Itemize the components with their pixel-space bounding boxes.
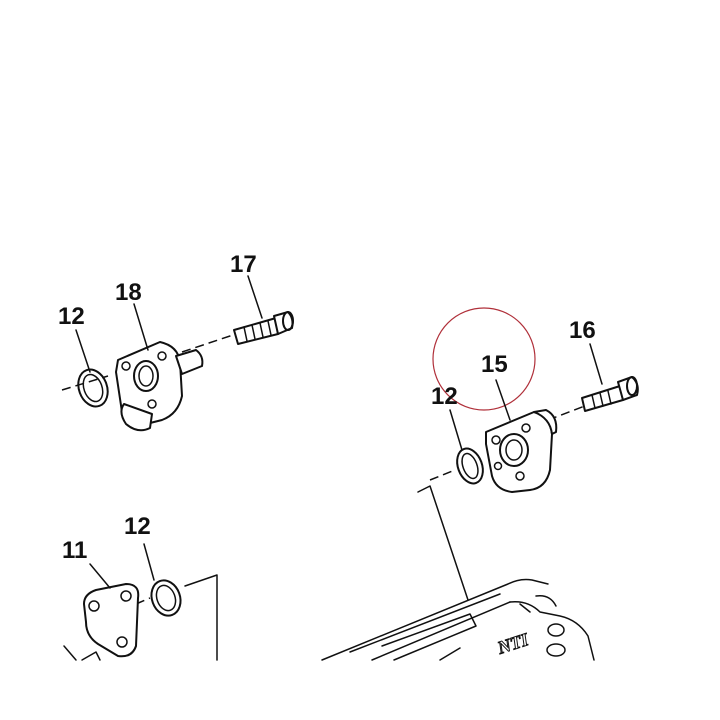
callout-label-16: 16 <box>569 317 596 344</box>
plate-part-11 <box>83 583 140 658</box>
shaft-stub-bottom-left <box>63 645 101 661</box>
leader-18 <box>133 303 149 351</box>
connector-line-right <box>417 485 469 601</box>
axis-line-top-left <box>61 333 237 391</box>
bolt-part-16 <box>581 376 639 412</box>
flange-part-18 <box>115 341 204 432</box>
callout-label-15: 15 <box>481 351 508 378</box>
bolt-part-17 <box>233 311 294 345</box>
flange-part-15 <box>485 409 558 493</box>
o-ring-12-bottom <box>150 579 182 617</box>
o-ring-12-left <box>77 368 109 408</box>
leader-17 <box>247 275 263 319</box>
assembly-top-left: 12 18 17 <box>58 251 294 432</box>
leader-15 <box>495 379 511 421</box>
leader-12-right <box>449 409 463 451</box>
housing-casing: NTI <box>321 578 595 661</box>
highlight-circle-15 <box>432 307 536 411</box>
leader-16 <box>589 343 603 385</box>
callout-label-18: 18 <box>115 279 142 306</box>
o-ring-12-right <box>456 447 484 485</box>
callout-label-17: 17 <box>230 251 257 278</box>
leader-12-bottom <box>143 543 155 581</box>
frame-edge-bottom-left <box>184 574 218 661</box>
callout-label-12-left: 12 <box>58 303 85 330</box>
assembly-right: 12 15 16 <box>417 307 639 601</box>
housing-lettering: NTI <box>494 629 532 658</box>
leader-11 <box>89 563 111 589</box>
assembly-bottom-left: 11 12 <box>62 513 218 661</box>
callout-label-12-bottom: 12 <box>124 513 151 540</box>
callout-label-11: 11 <box>62 537 87 564</box>
callout-label-12-right: 12 <box>431 383 458 410</box>
leader-12-left <box>75 329 91 373</box>
